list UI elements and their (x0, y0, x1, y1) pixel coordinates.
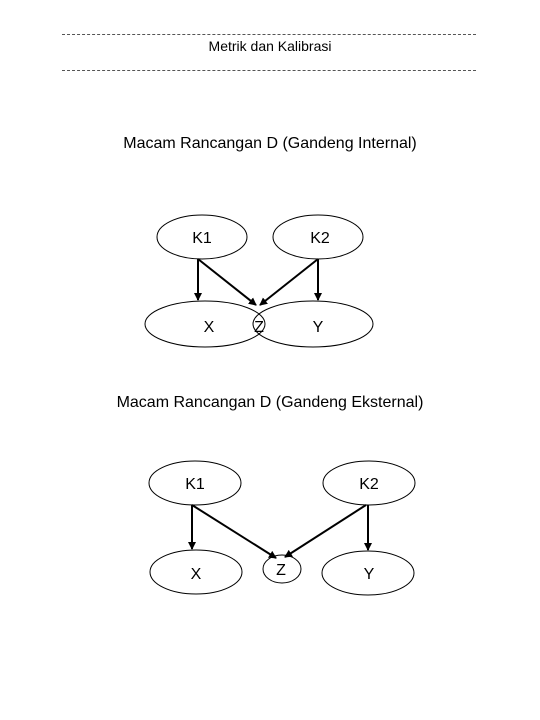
external-label-y: Y (364, 566, 375, 583)
external-label-z: Z (276, 562, 286, 579)
internal-label-z: Z (254, 319, 264, 336)
internal-diagram-title: Macam Rancangan D (Gandeng Internal) (123, 135, 417, 152)
header-title: Metrik dan Kalibrasi (208, 38, 332, 54)
internal-node-x (144, 300, 266, 348)
header-top-rule (62, 34, 476, 35)
header-bottom-rule (62, 70, 476, 71)
internal-diagram: K1 K2 X Z Y (144, 214, 374, 348)
internal-arrow-k1-z (197, 258, 257, 306)
external-label-x: X (191, 566, 202, 583)
external-node-x (149, 549, 243, 595)
internal-node-y (252, 300, 374, 348)
external-diagram: K1 K2 X Z Y (148, 460, 416, 596)
external-node-k1 (148, 460, 242, 506)
internal-label-x: X (204, 319, 215, 336)
external-arrow-k1-z (191, 504, 277, 559)
external-label-k1: K1 (185, 476, 205, 493)
internal-label-k2: K2 (310, 230, 330, 247)
external-arrow-k2-z (284, 504, 367, 558)
external-label-k2: K2 (359, 476, 379, 493)
internal-node-k1 (156, 214, 248, 260)
external-node-y (321, 550, 415, 596)
internal-arrow-k2-z (259, 258, 319, 306)
internal-label-k1: K1 (192, 230, 212, 247)
internal-label-y: Y (313, 319, 324, 336)
external-node-z (262, 554, 302, 584)
external-diagram-title: Macam Rancangan D (Gandeng Eksternal) (116, 394, 424, 411)
